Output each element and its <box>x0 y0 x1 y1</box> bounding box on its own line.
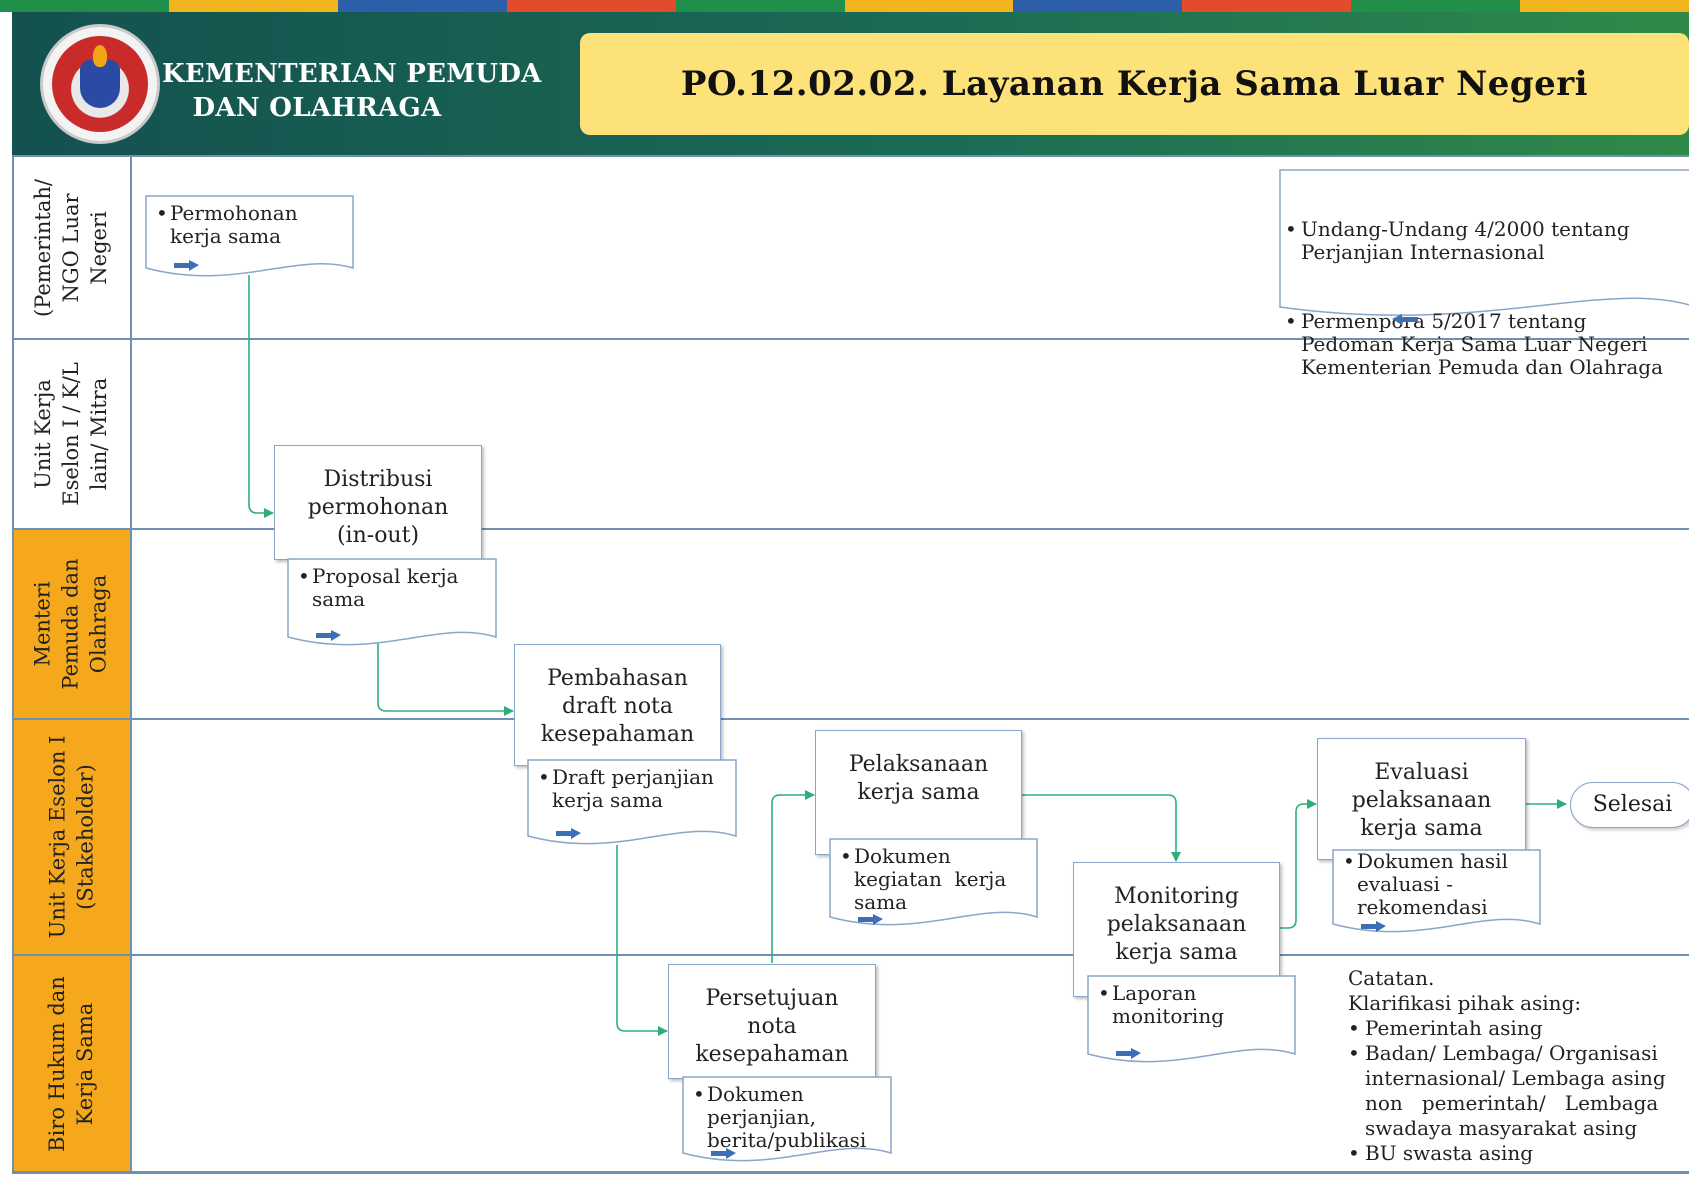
regulasi-label: Undang-Undang 4/2000 tentang Perjanjian … <box>1301 217 1630 264</box>
document-label: Laporan monitoring <box>1112 981 1225 1028</box>
arrow-right-icon <box>711 1148 737 1159</box>
arrow-right-icon <box>1361 921 1387 932</box>
note-item: BU swasta asing <box>1348 1141 1666 1166</box>
arrow-right-icon <box>858 914 884 925</box>
process-pelaksanaan-kerja-sama[interactable]: Pelaksanaan kerja sama <box>815 730 1022 855</box>
document-laporan[interactable]: •Laporan monitoring <box>1087 975 1296 1071</box>
lane-header-stakeholder: Unit Kerja Eselon I (Stakeholder) <box>12 720 132 954</box>
note-item-text: Pemerintah asing <box>1365 1016 1543 1040</box>
regulasi-label: Permenpora 5/2017 tentang Pedoman Kerja … <box>1301 309 1664 379</box>
arrow-right-icon <box>174 260 200 271</box>
page-title: PO.12.02.02. Layanan Kerja Sama Luar Neg… <box>680 64 1589 104</box>
lane-divider <box>12 155 1689 157</box>
document-label: Dokumen perjanjian, berita/publikasi <box>707 1082 867 1152</box>
note-item: Pemerintah asing <box>1348 1016 1666 1041</box>
document-text: •Proposal kerja sama <box>298 564 459 611</box>
document-text: •Dokumen kegiatan kerja sama <box>840 844 1007 914</box>
document-text: •Dokumen perjanjian, berita/publikasi <box>693 1082 867 1152</box>
kemenpora-logo-icon <box>43 27 157 141</box>
document-text: •Draft perjanjian kerja sama <box>538 765 714 812</box>
document-text: •Dokumen hasil evaluasi - rekomendasi <box>1343 849 1508 919</box>
lane-divider <box>12 528 1689 530</box>
connector-pelaksanaan-monitoring <box>1022 794 1181 862</box>
document-label: Draft perjanjian kerja sama <box>552 765 714 812</box>
process-evaluasi[interactable]: Evaluasi pelaksanaan kerja sama <box>1317 738 1526 860</box>
document-permohonan[interactable]: •Permohonan kerja sama <box>145 195 354 286</box>
process-pembahasan-draft[interactable]: Pembahasan draft nota kesepahaman <box>514 644 721 766</box>
lane-label: (Pemerintah/ NGO Luar Negeri <box>31 178 111 317</box>
organization-name: KEMENTERIAN PEMUDA DAN OLAHRAGA <box>162 59 542 123</box>
lane-divider <box>12 954 1689 956</box>
lane-label: Unit Kerja Eselon I (Stakeholder) <box>45 735 97 939</box>
lane-label: Menteri Pemuda dan Olahraga <box>31 558 111 690</box>
arrow-right-icon <box>1116 1048 1142 1059</box>
document-regulasi[interactable]: •Undang-Undang 4/2000 tentang Perjanjian… <box>1279 169 1689 379</box>
process-distribusi-permohonan[interactable]: Distribusi permohonan (in-out) <box>274 445 482 560</box>
end-terminator[interactable]: Selesai <box>1570 782 1689 828</box>
page-header: KEMENTERIAN PEMUDA DAN OLAHRAGA PO.12.02… <box>12 12 1689 155</box>
arrow-right-icon <box>556 828 582 839</box>
title-banner: PO.12.02.02. Layanan Kerja Sama Luar Neg… <box>580 33 1689 135</box>
connector-persetujuan-pelaksanaan <box>771 790 815 963</box>
document-proposal[interactable]: •Proposal kerja sama <box>287 558 497 654</box>
lane-divider <box>12 718 1689 720</box>
document-perjanjian[interactable]: •Dokumen perjanjian, berita/publikasi <box>682 1076 892 1169</box>
document-evaluasi[interactable]: •Dokumen hasil evaluasi - rekomendasi <box>1332 849 1541 940</box>
connector-permohonan-distribusi <box>248 275 274 518</box>
lane-header-unit-kerja-eselon: Unit Kerja Eselon I / K/L lain/ Mitra <box>12 340 132 528</box>
connector-monitoring-evaluasi <box>1279 799 1317 929</box>
note-item-text: BU swasta asing <box>1365 1141 1534 1165</box>
document-label: Proposal kerja sama <box>312 564 459 611</box>
document-text: •Permohonan kerja sama <box>156 201 298 248</box>
note-item: Badan/ Lembaga/ Organisasi internasional… <box>1348 1041 1666 1141</box>
note-title: Catatan. <box>1348 966 1435 990</box>
document-kegiatan[interactable]: •Dokumen kegiatan kerja sama <box>829 838 1038 934</box>
document-label: Permohonan kerja sama <box>170 201 298 248</box>
process-persetujuan-nota[interactable]: Persetujuan nota kesepahaman <box>668 964 876 1079</box>
lane-label: Unit Kerja Eselon I / K/L lain/ Mitra <box>31 362 111 506</box>
document-label: Dokumen kegiatan kerja sama <box>854 844 1007 914</box>
lane-border <box>12 155 14 1173</box>
document-text: •Undang-Undang 4/2000 tentang Perjanjian… <box>1285 217 1664 379</box>
lane-label: Biro Hukum dan Kerja Sama <box>45 975 98 1152</box>
document-label: Dokumen hasil evaluasi - rekomendasi <box>1357 849 1508 919</box>
note-item-text: Badan/ Lembaga/ Organisasi internasional… <box>1365 1041 1666 1140</box>
document-text: •Laporan monitoring <box>1098 981 1225 1028</box>
lane-header-menteri: Menteri Pemuda dan Olahraga <box>12 530 132 718</box>
arrow-left-icon <box>1392 314 1418 325</box>
arrow-right-icon <box>316 630 342 641</box>
lane-divider <box>12 338 1689 340</box>
lane-border <box>12 1171 1689 1174</box>
connector-draft-persetujuan <box>616 845 668 1036</box>
document-draft-perjanjian[interactable]: •Draft perjanjian kerja sama <box>527 759 737 852</box>
lane-header-biro-hukum: Biro Hukum dan Kerja Sama <box>12 956 132 1171</box>
lane-header-pemerintah-asing: (Pemerintah/ NGO Luar Negeri <box>12 157 132 338</box>
note-subtitle: Klarifikasi pihak asing: <box>1348 991 1582 1015</box>
header-stripes <box>0 0 1689 12</box>
catatan-note: Catatan. Klarifikasi pihak asing: Pemeri… <box>1348 966 1666 1166</box>
